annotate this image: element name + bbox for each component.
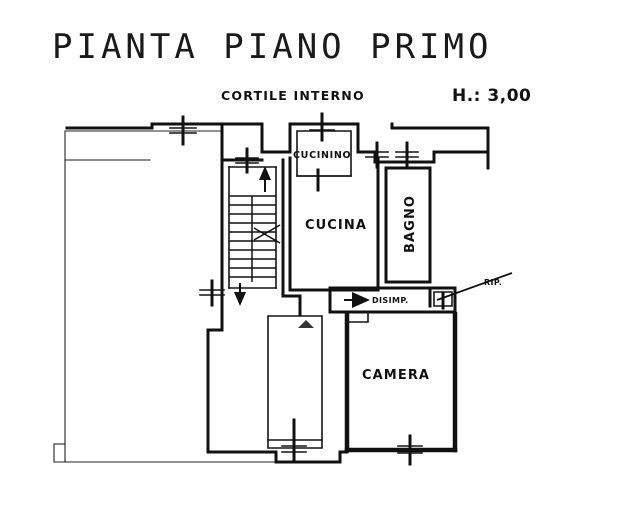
room-cucina <box>288 156 380 292</box>
window-symbol <box>281 418 307 464</box>
room-ripostiglio <box>428 286 453 308</box>
window-symbol <box>397 434 423 466</box>
room-camera <box>344 311 458 453</box>
ripostiglio-leader-line <box>436 272 513 301</box>
room-label-bagno: BAGNO <box>403 195 418 253</box>
door-direction-marker <box>344 292 370 308</box>
room-label-cucina: CUCINA <box>305 218 367 233</box>
adjacent-property-outline <box>53 130 277 463</box>
window-symbols <box>169 112 445 466</box>
room-label-camera: CAMERA <box>362 368 430 383</box>
interior-partitions <box>206 158 349 464</box>
window-symbol <box>169 115 197 146</box>
stair-up-arrow <box>259 166 271 192</box>
page-title: PIANTA PIANO PRIMO <box>52 27 492 67</box>
room-label-ripostiglio: RIP. <box>484 278 502 287</box>
stair-down-arrow <box>234 283 246 306</box>
room-label-disimpegno: DISIMP. <box>372 296 409 305</box>
courtyard-label: CORTILE INTERNO <box>221 88 365 103</box>
window-symbol <box>199 279 225 307</box>
window-symbol <box>365 141 389 169</box>
room-disimpegno <box>328 286 457 323</box>
window-symbol <box>309 112 335 142</box>
window-symbol <box>395 141 419 169</box>
room-label-cucinino: CUCININO <box>293 150 351 161</box>
ceiling-height-note: H.: 3,00 <box>452 86 531 106</box>
window-symbol <box>235 147 259 174</box>
staircase <box>228 166 314 328</box>
